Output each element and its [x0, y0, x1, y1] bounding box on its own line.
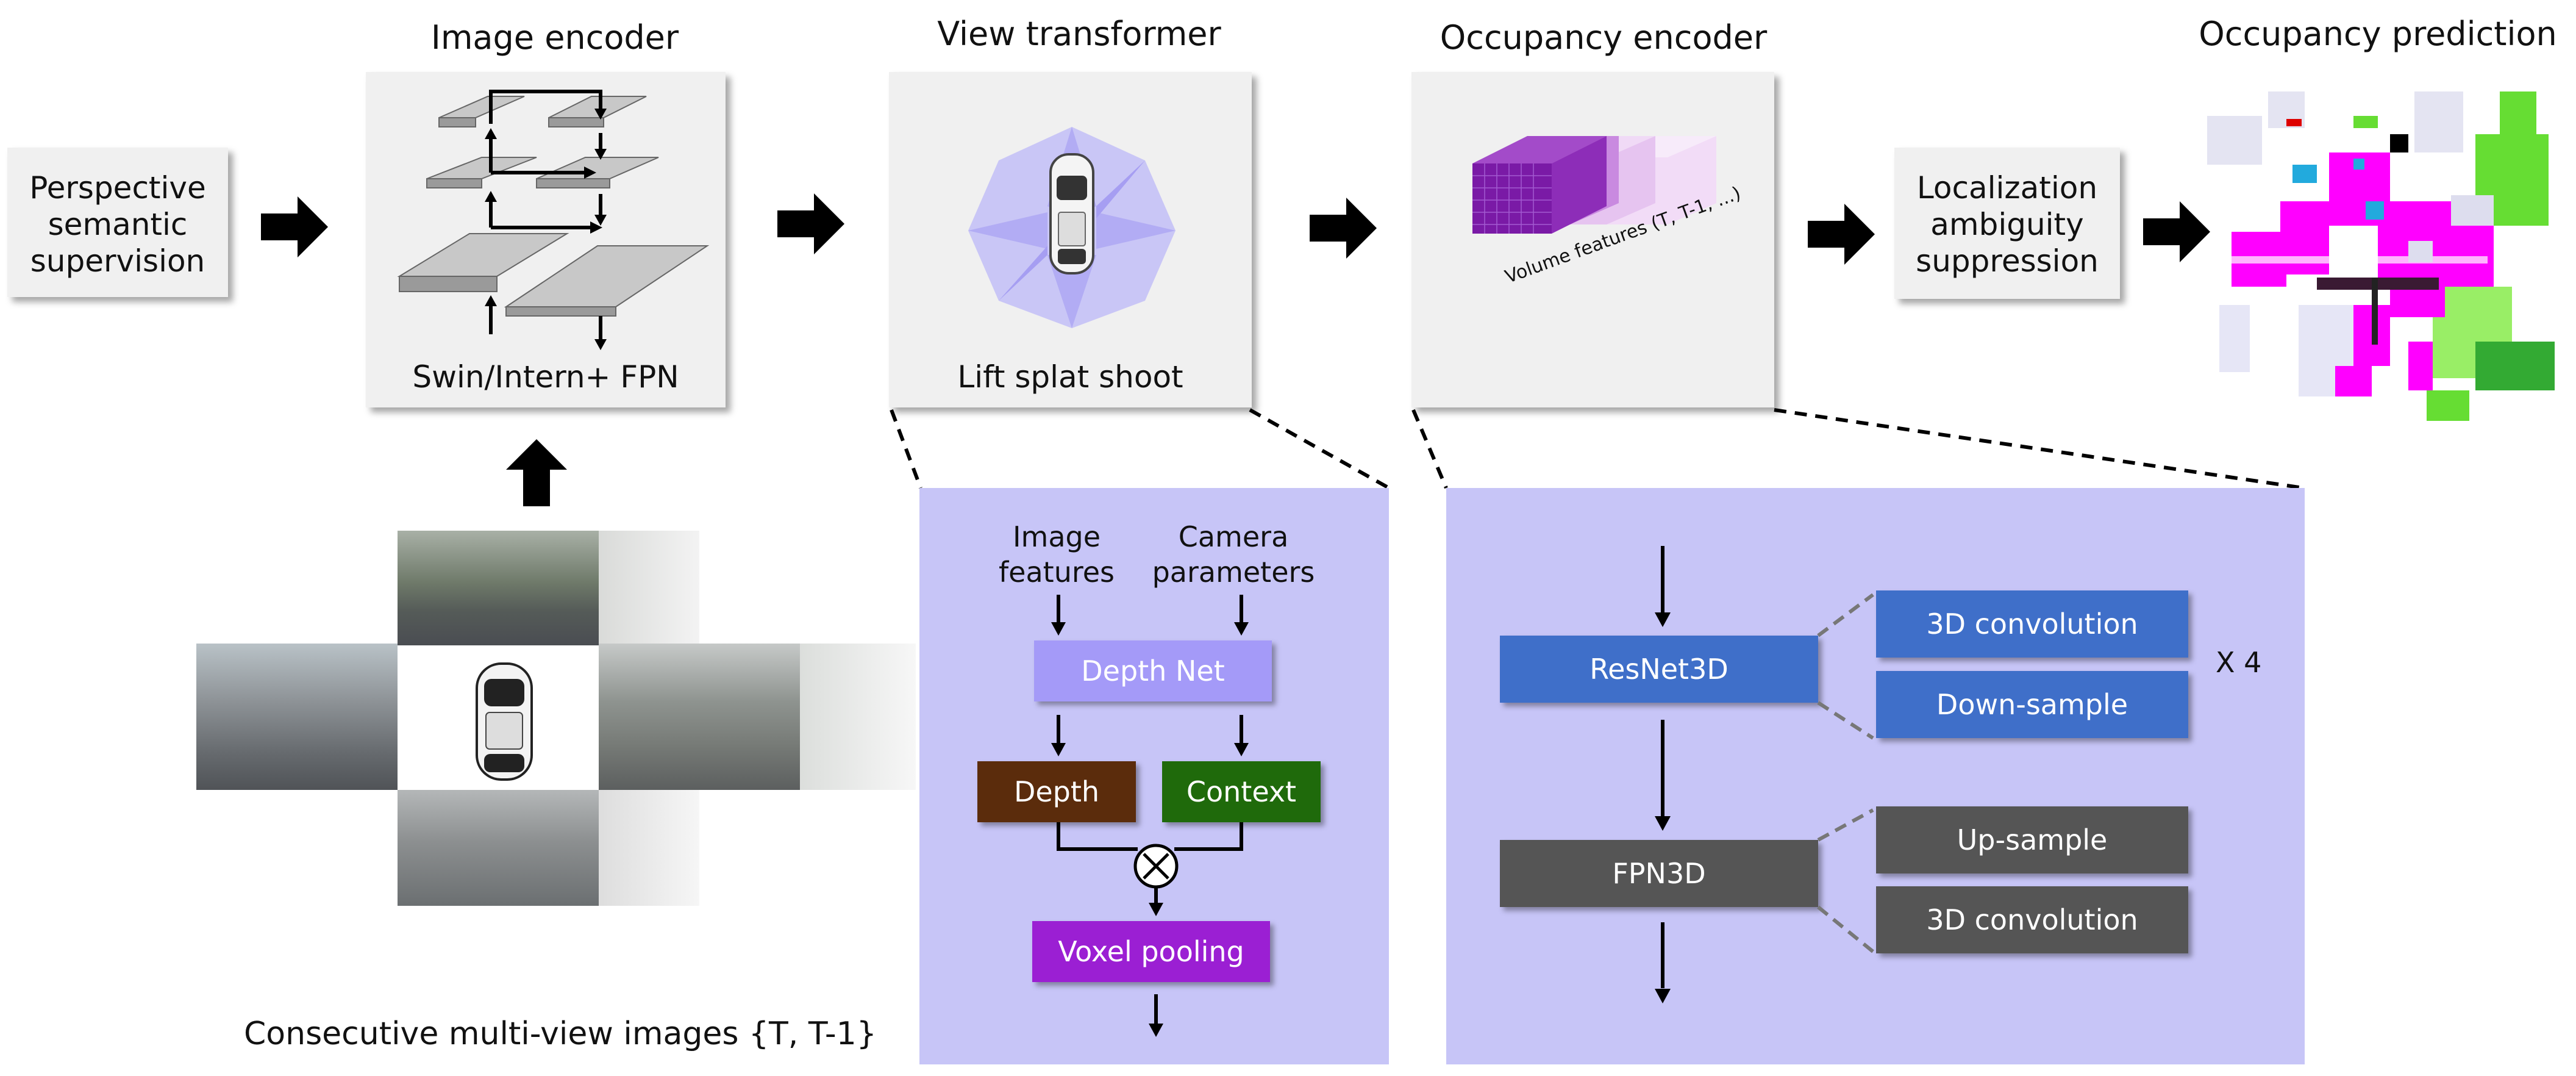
conv3d-node-b: 3D convolution: [1876, 886, 2188, 953]
image-encoder-title: Image encoder: [430, 18, 679, 57]
depth-net-node: Depth Net: [1034, 640, 1272, 701]
camera-parameters-label: Camera parameters: [1152, 520, 1315, 589]
multiply-operator-icon: [1133, 844, 1179, 889]
depth-node: Depth: [977, 761, 1136, 822]
occ-detail-panel: ResNet3D 3D convolution Down-sample X 4 …: [1446, 488, 2305, 1064]
arrow-localization-to-prediction: [2143, 201, 2210, 262]
perspective-supervision-box: Perspective semantic supervision: [7, 148, 228, 297]
occupancy-prediction-title: Occupancy prediction: [2199, 15, 2557, 53]
arrow-perspective-to-encoder: [261, 196, 328, 257]
lss-car-graphic: [968, 127, 1176, 328]
arrow-images-to-encoder: [506, 439, 567, 506]
camera-image-back: [398, 790, 599, 906]
ego-car-icon: [476, 662, 533, 781]
camera-image-front: [398, 531, 599, 645]
occupancy-encoder-title: Occupancy encoder: [1440, 18, 1768, 57]
arrow-view-to-occ: [1310, 198, 1377, 259]
image-encoder-box: Swin/Intern+ FPN: [366, 72, 726, 407]
ego-car-center: [398, 645, 599, 790]
view-transformer-caption: Lift splat shoot: [957, 359, 1183, 395]
multiview-collage: [196, 531, 916, 985]
camera-image-front-right: [599, 531, 699, 645]
occupancy-encoder-box: Volume features (T, T-1, ...): [1411, 72, 1774, 407]
conv3d-node-a: 3D convolution: [1876, 590, 2188, 658]
camera-image-back-right: [599, 790, 699, 906]
fpn3d-node: FPN3D: [1500, 840, 1818, 907]
voxel-pooling-node: Voxel pooling: [1032, 921, 1270, 982]
localization-suppression-label: Localization ambiguity suppression: [1916, 170, 2099, 279]
downsample-node: Down-sample: [1876, 671, 2188, 738]
view-transformer-title: View transformer: [937, 15, 1221, 53]
repeat-x4-label: X 4: [2216, 646, 2262, 679]
camera-image-right: [599, 644, 800, 790]
context-node: Context: [1162, 761, 1321, 822]
upsample-node: Up-sample: [1876, 806, 2188, 873]
image-encoder-caption: Swin/Intern+ FPN: [412, 359, 679, 395]
occ-flow-arrows: [1655, 546, 1874, 1003]
volume-features-graphic: [1472, 136, 1716, 234]
resnet3d-node: ResNet3D: [1500, 636, 1818, 703]
view-transformer-box: Lift splat shoot: [889, 72, 1252, 407]
camera-image-right-fade: [800, 644, 916, 790]
image-features-label: Image features: [998, 520, 1115, 589]
multiview-caption: Consecutive multi-view images {T, T-1}: [244, 1016, 877, 1052]
lss-flow-arrows: [1051, 595, 1249, 1037]
lss-detail-panel: Image features Camera parameters Depth N…: [919, 488, 1389, 1064]
camera-image-left: [196, 644, 398, 790]
arrow-occ-to-localization: [1808, 204, 1875, 265]
arrow-encoder-to-view: [777, 193, 844, 254]
fpn-pyramid-graphic: [397, 90, 710, 350]
localization-suppression-box: Localization ambiguity suppression: [1894, 148, 2120, 299]
perspective-supervision-label: Perspective semantic supervision: [29, 170, 206, 279]
